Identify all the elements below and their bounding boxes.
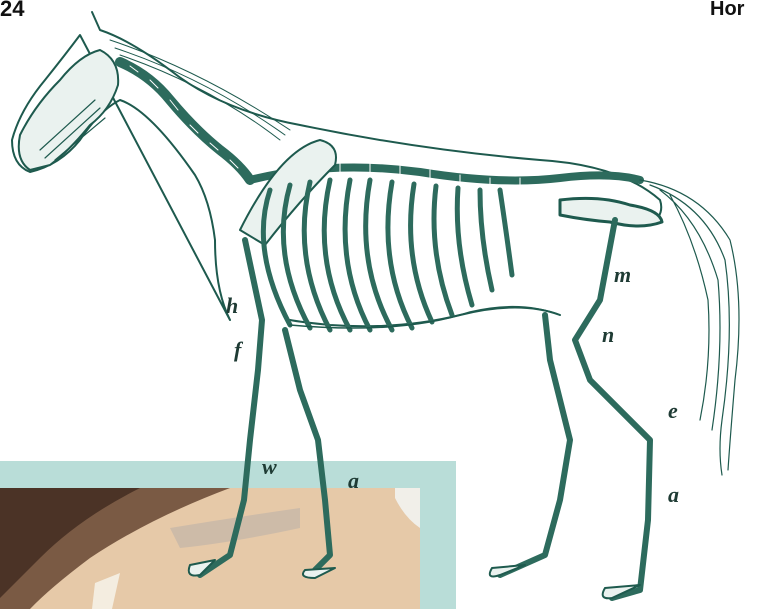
hind-leg-far (500, 315, 570, 575)
pelvis (560, 198, 662, 226)
front-leg-near (200, 240, 262, 575)
label-a-front: a (348, 468, 359, 493)
label-h: h (226, 293, 238, 318)
hind-leg-near (575, 220, 650, 598)
label-m: m (614, 262, 631, 287)
label-f: f (234, 337, 244, 362)
label-a-hind: a (668, 482, 679, 507)
label-w: w (262, 454, 277, 479)
label-e: e (668, 398, 678, 423)
front-leg-far (285, 330, 330, 570)
label-n: n (602, 322, 614, 347)
